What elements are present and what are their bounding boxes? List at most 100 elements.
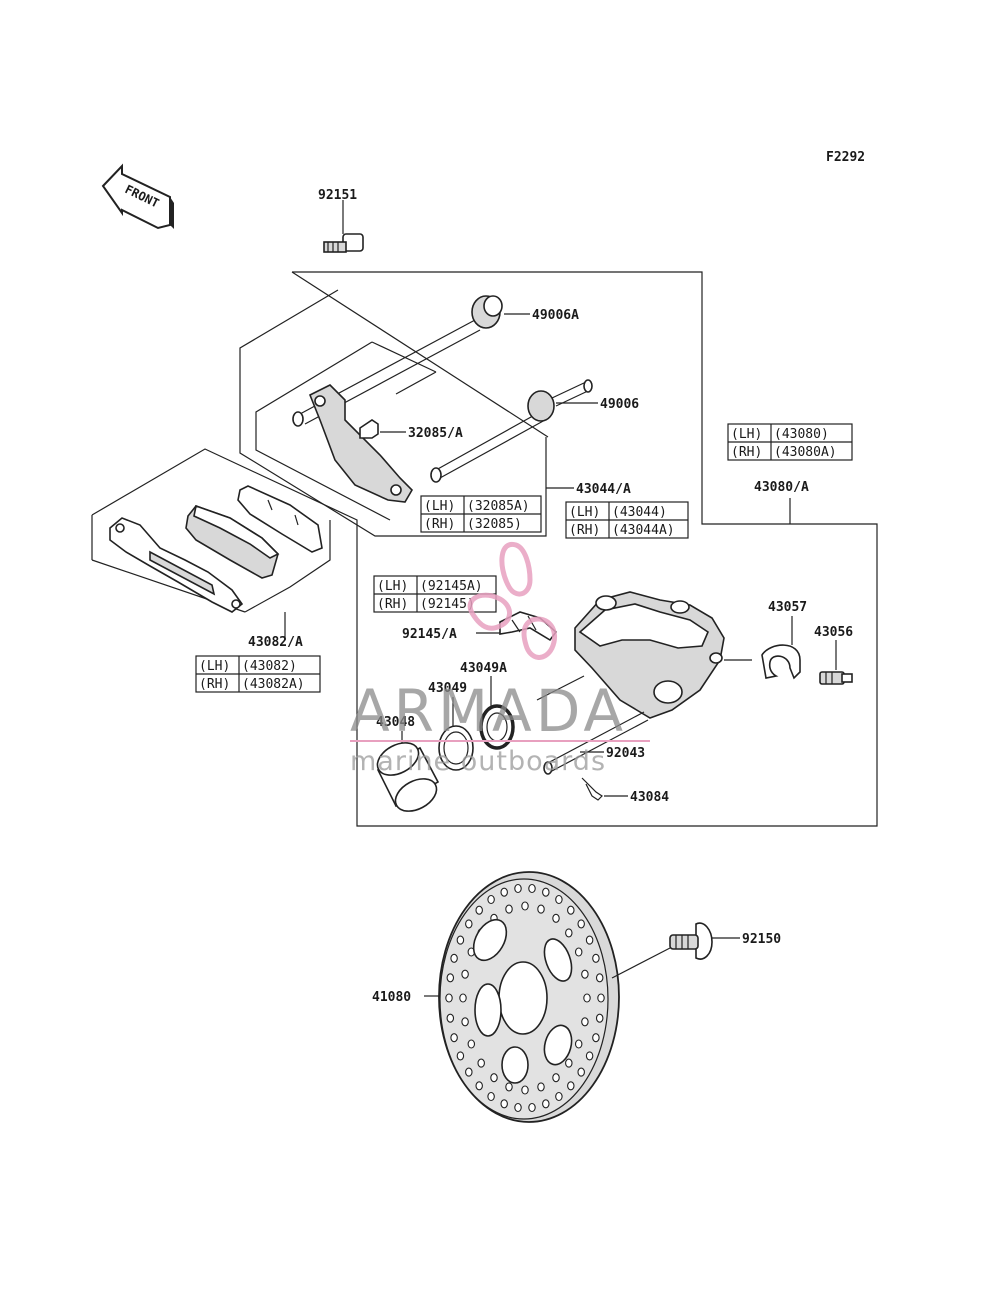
- disc-hole: [456, 935, 465, 945]
- svg-text:(43082): (43082): [242, 659, 297, 674]
- disc-hole: [456, 1051, 465, 1061]
- pin-49006A: [292, 295, 503, 427]
- svg-text:(LH): (LH): [424, 499, 455, 514]
- bolt-92150: [669, 922, 713, 960]
- disc-hole: [475, 1081, 483, 1091]
- disc-hole: [500, 887, 508, 897]
- label-49006A: 49006A: [532, 308, 579, 323]
- svg-text:(LH): (LH): [377, 579, 408, 594]
- label-92151: 92151: [318, 188, 357, 203]
- disc-hole: [583, 993, 591, 1003]
- label-43057: 43057: [768, 600, 807, 615]
- disc-hole: [500, 1099, 508, 1109]
- disc-hole: [487, 1091, 495, 1102]
- label-43080A: 43080/A: [754, 480, 809, 495]
- disc-hole: [490, 1073, 498, 1083]
- disc-hole: [595, 1013, 604, 1023]
- disc-hole: [467, 1039, 476, 1049]
- pin-92043: [543, 711, 649, 775]
- svg-text:(RH): (RH): [199, 677, 230, 692]
- disc-hole: [446, 1013, 455, 1023]
- svg-text:(LH): (LH): [731, 427, 762, 442]
- seal-43049A: [479, 704, 515, 750]
- label-92145A: 92145/A: [402, 627, 457, 642]
- disc-hole: [577, 1067, 585, 1077]
- variant-table-32085: (LH) (32085A) (RH) (32085): [420, 495, 542, 533]
- svg-text:(32085): (32085): [467, 517, 522, 532]
- disc-hole: [487, 894, 495, 905]
- disc-hole: [505, 904, 513, 914]
- svg-text:(RH): (RH): [569, 523, 600, 538]
- label-43082A: 43082/A: [248, 635, 303, 650]
- pin-49006: [430, 379, 593, 483]
- disc-hole: [555, 1091, 563, 1102]
- clip-43084: [581, 777, 603, 801]
- svg-text:(43080A): (43080A): [774, 445, 837, 460]
- disc-hole: [514, 1102, 522, 1113]
- svg-text:(RH): (RH): [731, 445, 762, 460]
- disc-hole: [595, 973, 604, 983]
- disc-hole: [514, 883, 522, 894]
- disc-hole: [574, 947, 583, 957]
- disc-hole: [567, 1081, 575, 1091]
- label-43049: 43049: [428, 681, 467, 696]
- disc-hole: [597, 993, 605, 1003]
- bolt-92151: [323, 233, 364, 253]
- svg-text:(92145): (92145): [420, 597, 475, 612]
- label-43084: 43084: [630, 790, 669, 805]
- variant-table-92145: (LH) (92145A) (RH) (92145): [373, 575, 497, 613]
- svg-text:(43082A): (43082A): [242, 677, 305, 692]
- label-92043: 92043: [606, 746, 645, 761]
- disc-hole: [537, 904, 545, 914]
- brake-disc-41080: [438, 871, 620, 1123]
- disc-hole: [567, 905, 575, 915]
- label-41080: 41080: [372, 990, 411, 1005]
- disc-hole: [475, 905, 483, 915]
- disc-hole: [528, 883, 536, 894]
- label-49006: 49006: [600, 397, 639, 412]
- variant-table-43082: (LH) (43082) (RH) (43082A): [195, 655, 321, 693]
- brake-pad-inner: [185, 504, 280, 579]
- svg-text:(32085A): (32085A): [467, 499, 530, 514]
- disc-hole: [581, 969, 589, 979]
- label-32085A: 32085/A: [408, 426, 463, 441]
- watermark-tagline: marine outboards: [350, 746, 606, 777]
- armada-watermark: ARMADA marine outboards: [350, 541, 650, 777]
- label-43049A: 43049A: [460, 661, 507, 676]
- propeller-logo-icon: [467, 541, 557, 660]
- disc-hole: [521, 1085, 529, 1095]
- label-92150: 92150: [742, 932, 781, 947]
- svg-text:(92145A): (92145A): [420, 579, 483, 594]
- disc-hole: [459, 993, 467, 1003]
- label-43048: 43048: [376, 715, 415, 730]
- disc-hole: [585, 1051, 594, 1061]
- disc-hole: [542, 1099, 550, 1109]
- disc-hole: [450, 953, 458, 963]
- disc-hole: [585, 935, 594, 945]
- label-43056: 43056: [814, 625, 853, 640]
- label-43044A: 43044/A: [576, 482, 631, 497]
- bleeder-cap-43057: [761, 644, 801, 680]
- disc-hole: [574, 1039, 583, 1049]
- disc-hole: [445, 993, 453, 1003]
- disc-hole: [461, 969, 469, 979]
- variant-table-43080: (LH) (43080) (RH) (43080A): [727, 423, 853, 461]
- disc-hole: [542, 887, 550, 897]
- disc-hole: [555, 894, 563, 905]
- caliper-bracket: [308, 384, 414, 503]
- svg-text:(43044A): (43044A): [612, 523, 675, 538]
- disc-hole: [537, 1082, 545, 1092]
- disc-hole: [465, 919, 473, 929]
- disc-hole: [552, 1073, 560, 1083]
- svg-text:(43080): (43080): [774, 427, 829, 442]
- svg-text:(RH): (RH): [424, 517, 455, 532]
- disc-hole: [450, 1033, 458, 1043]
- disc-hole: [521, 901, 529, 911]
- disc-hole: [477, 1058, 485, 1068]
- brake-pad-outer: [109, 517, 244, 613]
- disc-hole: [505, 1082, 513, 1092]
- variant-table-43044: (LH) (43044) (RH) (43044A): [565, 501, 689, 539]
- svg-text:(43044): (43044): [612, 505, 667, 520]
- svg-text:(RH): (RH): [377, 597, 408, 612]
